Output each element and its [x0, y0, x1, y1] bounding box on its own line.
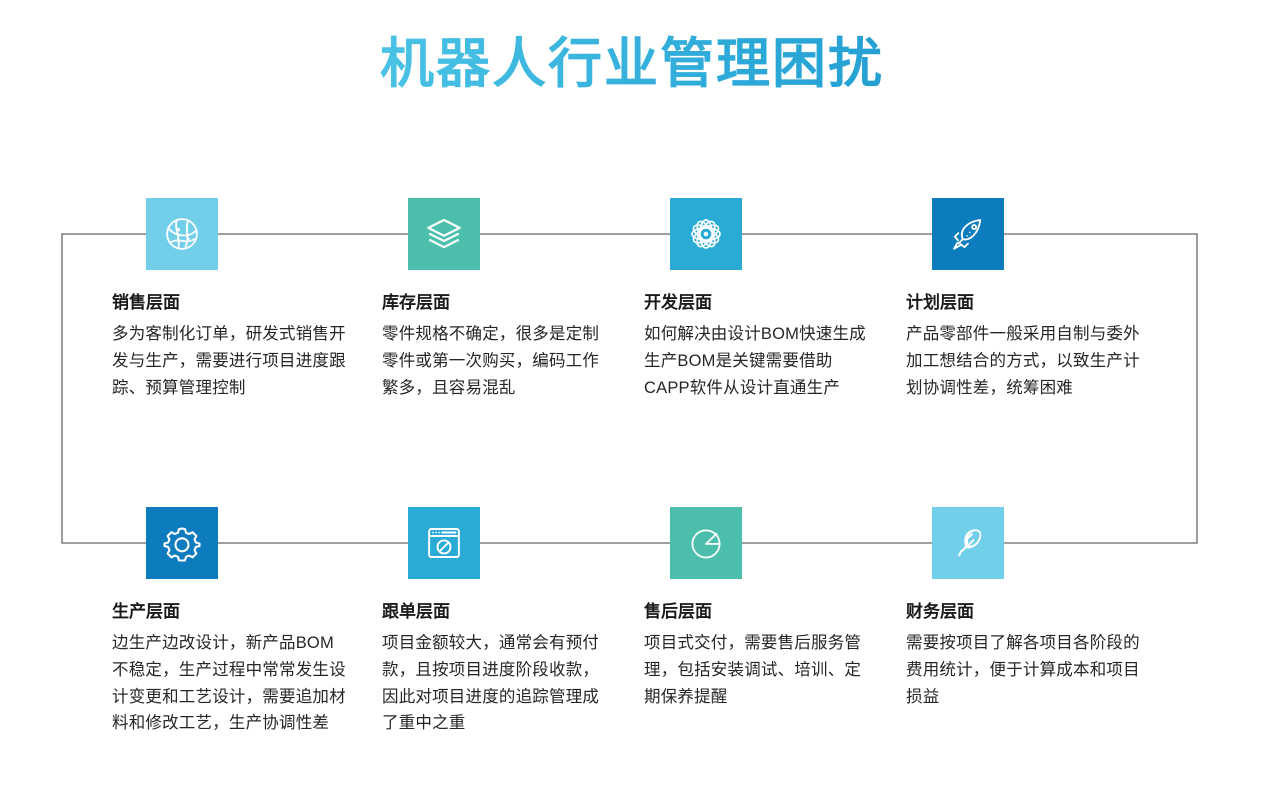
- card-title-sales: 销售层面: [112, 293, 180, 312]
- card-body-sales: 多为客制化订单，研发式销售开发与生产，需要进行项目进度跟踪、预算管理控制: [112, 325, 346, 397]
- card-body-planning: 产品零部件一般采用自制与委外加工想结合的方式，以致生产计划协调性差，统筹困难: [906, 325, 1140, 397]
- tile-sales: [146, 198, 218, 270]
- card-body-inventory: 零件规格不确定，很多是定制零件或第一次购买，编码工作繁多，且容易混乱: [382, 325, 600, 397]
- card-title-finance: 财务层面: [906, 602, 974, 621]
- card-title-development: 开发层面: [644, 293, 712, 312]
- globe-network-icon: [161, 213, 203, 255]
- tile-planning: [932, 198, 1004, 270]
- gear-icon: [161, 522, 203, 564]
- stacked-layers-icon: [423, 213, 465, 255]
- card-title-planning: 计划层面: [906, 293, 974, 312]
- card-title-inventory: 库存层面: [382, 293, 450, 312]
- rocket-icon: [947, 213, 989, 255]
- card-body-production: 边生产边改设计，新产品BOM不稳定，生产过程中常常发生设计变更和工艺设计，需要追…: [112, 634, 346, 733]
- card-title-production: 生产层面: [112, 602, 180, 621]
- card-text-development: 开发层面 如何解决由设计BOM快速生成生产BOM是关键需要借助CAPP软件从设计…: [644, 292, 868, 401]
- card-title-after-sales: 售后层面: [644, 602, 712, 621]
- tile-inventory: [408, 198, 480, 270]
- tile-after-sales: [670, 507, 742, 579]
- card-body-development: 如何解决由设计BOM快速生成生产BOM是关键需要借助CAPP软件从设计直通生产: [644, 325, 866, 397]
- tile-development: [670, 198, 742, 270]
- card-text-production: 生产层面 边生产边改设计，新产品BOM不稳定，生产过程中常常发生设计变更和工艺设…: [112, 601, 350, 737]
- card-text-planning: 计划层面 产品零部件一般采用自制与委外加工想结合的方式，以致生产计划协调性差，统…: [906, 292, 1142, 401]
- card-text-after-sales: 售后层面 项目式交付，需要售后服务管理，包括安装调试、培训、定期保养提醒: [644, 601, 868, 710]
- atom-molecule-icon: [685, 213, 727, 255]
- card-body-finance: 需要按项目了解各项目各阶段的费用统计，便于计算成本和项目损益: [906, 634, 1140, 706]
- tile-order-tracking: [408, 507, 480, 579]
- card-text-order-tracking: 跟单层面 项目金额较大，通常会有预付款，且按项目进度阶段收款，因此对项目进度的追…: [382, 601, 606, 737]
- card-body-after-sales: 项目式交付，需要售后服务管理，包括安装调试、培训、定期保养提醒: [644, 634, 862, 706]
- feather-icon: [947, 522, 989, 564]
- pie-chart-icon: [685, 522, 727, 564]
- card-body-order-tracking: 项目金额较大，通常会有预付款，且按项目进度阶段收款，因此对项目进度的追踪管理成了…: [382, 634, 600, 733]
- card-title-order-tracking: 跟单层面: [382, 602, 450, 621]
- tile-finance: [932, 507, 1004, 579]
- card-text-inventory: 库存层面 零件规格不确定，很多是定制零件或第一次购买，编码工作繁多，且容易混乱: [382, 292, 606, 401]
- card-text-finance: 财务层面 需要按项目了解各项目各阶段的费用统计，便于计算成本和项目损益: [906, 601, 1142, 710]
- browser-window-icon: [423, 522, 465, 564]
- page-title: 机器人行业管理困扰: [0, 34, 1264, 94]
- tile-production: [146, 507, 218, 579]
- card-text-sales: 销售层面 多为客制化订单，研发式销售开发与生产，需要进行项目进度跟踪、预算管理控…: [112, 292, 350, 401]
